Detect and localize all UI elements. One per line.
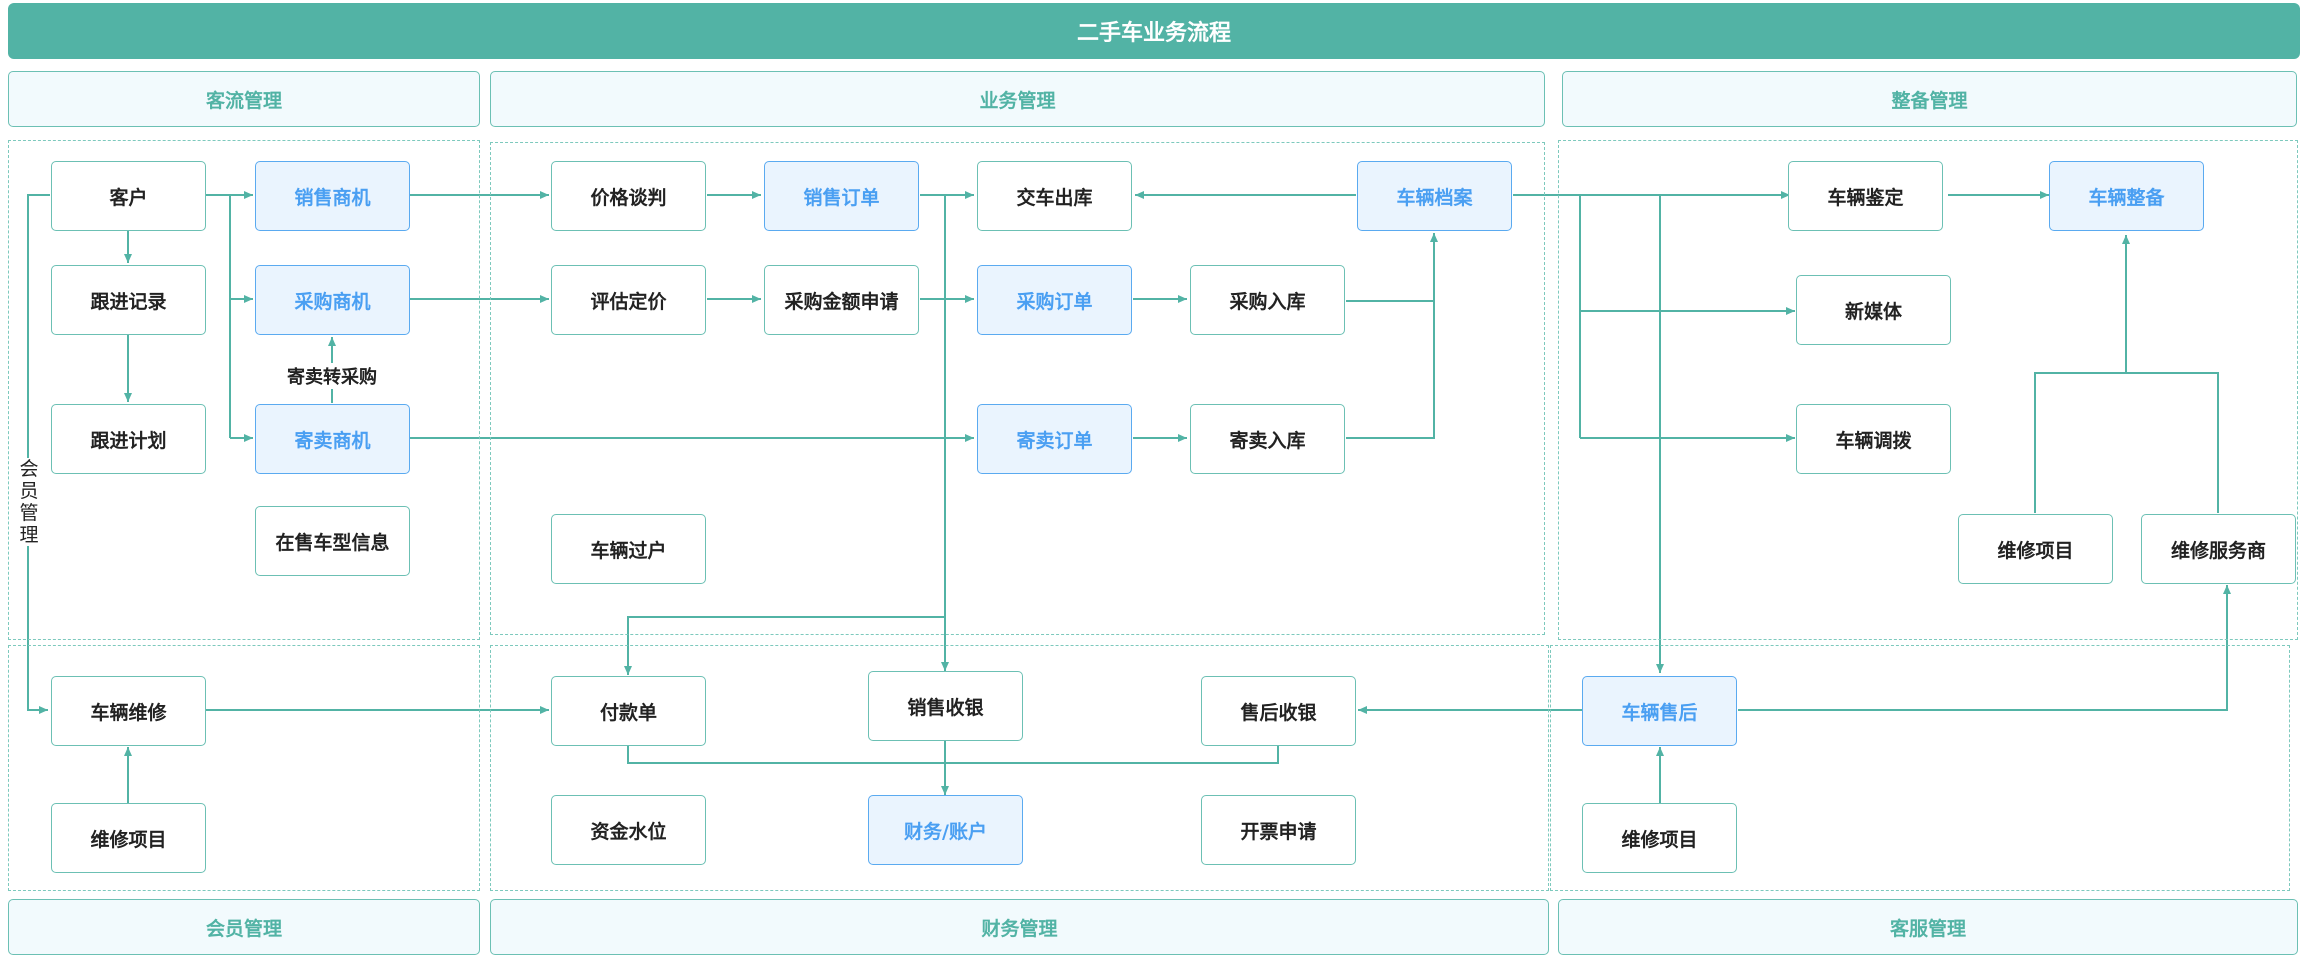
section-header-customer-flow: 客流管理: [8, 71, 480, 127]
section-header-finance: 财务管理: [490, 899, 1549, 955]
zone-member: [8, 645, 480, 891]
node-vehicle-preparation[interactable]: 车辆整备: [2049, 161, 2204, 231]
node-aftersales-cashier[interactable]: 售后收银: [1201, 676, 1356, 746]
node-fund-level[interactable]: 资金水位: [551, 795, 706, 865]
section-header-customer-service: 客服管理: [1558, 899, 2298, 955]
zone-business: [490, 142, 1545, 635]
node-follow-plan[interactable]: 跟进计划: [51, 404, 206, 474]
node-repair-items-preparation[interactable]: 维修项目: [1958, 514, 2113, 584]
node-vehicle-transfer[interactable]: 车辆过户: [551, 514, 706, 584]
node-sales-opportunity[interactable]: 销售商机: [255, 161, 410, 231]
node-on-sale-models[interactable]: 在售车型信息: [255, 506, 410, 576]
node-vehicle-aftersales[interactable]: 车辆售后: [1582, 676, 1737, 746]
node-delivery-out[interactable]: 交车出库: [977, 161, 1132, 231]
node-new-media[interactable]: 新媒体: [1796, 275, 1951, 345]
node-vehicle-appraisal[interactable]: 车辆鉴定: [1788, 161, 1943, 231]
zone-preparation: [1558, 140, 2298, 640]
node-vehicle-allocation[interactable]: 车辆调拨: [1796, 404, 1951, 474]
section-header-preparation: 整备管理: [1562, 71, 2297, 127]
node-vehicle-repair[interactable]: 车辆维修: [51, 676, 206, 746]
node-consign-order[interactable]: 寄卖订单: [977, 404, 1132, 474]
node-sales-order[interactable]: 销售订单: [764, 161, 919, 231]
node-follow-record[interactable]: 跟进记录: [51, 265, 206, 335]
node-vehicle-archive[interactable]: 车辆档案: [1357, 161, 1512, 231]
node-price-negotiation[interactable]: 价格谈判: [551, 161, 706, 231]
edge-label-member-management: 会员管理: [17, 458, 41, 546]
node-repair-items-member[interactable]: 维修项目: [51, 803, 206, 873]
node-customer[interactable]: 客户: [51, 161, 206, 231]
node-payment-slip[interactable]: 付款单: [551, 676, 706, 746]
section-header-member: 会员管理: [8, 899, 480, 955]
node-sales-cashier[interactable]: 销售收银: [868, 671, 1023, 741]
page-title: 二手车业务流程: [8, 3, 2300, 59]
zone-customer-flow: [8, 140, 480, 640]
node-finance-account[interactable]: 财务/账户: [868, 795, 1023, 865]
node-consign-opportunity[interactable]: 寄卖商机: [255, 404, 410, 474]
zone-customer-service: [1550, 645, 2290, 891]
node-purchase-opportunity[interactable]: 采购商机: [255, 265, 410, 335]
node-purchase-amount-request[interactable]: 采购金额申请: [764, 265, 919, 335]
node-invoice-request[interactable]: 开票申请: [1201, 795, 1356, 865]
node-consign-in[interactable]: 寄卖入库: [1190, 404, 1345, 474]
edge-label-consign-to-purchase: 寄卖转采购: [285, 363, 379, 389]
node-valuation[interactable]: 评估定价: [551, 265, 706, 335]
zone-finance: [490, 645, 1549, 891]
node-purchase-in[interactable]: 采购入库: [1190, 265, 1345, 335]
node-purchase-order[interactable]: 采购订单: [977, 265, 1132, 335]
node-repair-provider[interactable]: 维修服务商: [2141, 514, 2296, 584]
node-repair-items-service[interactable]: 维修项目: [1582, 803, 1737, 873]
section-header-business: 业务管理: [490, 71, 1545, 127]
